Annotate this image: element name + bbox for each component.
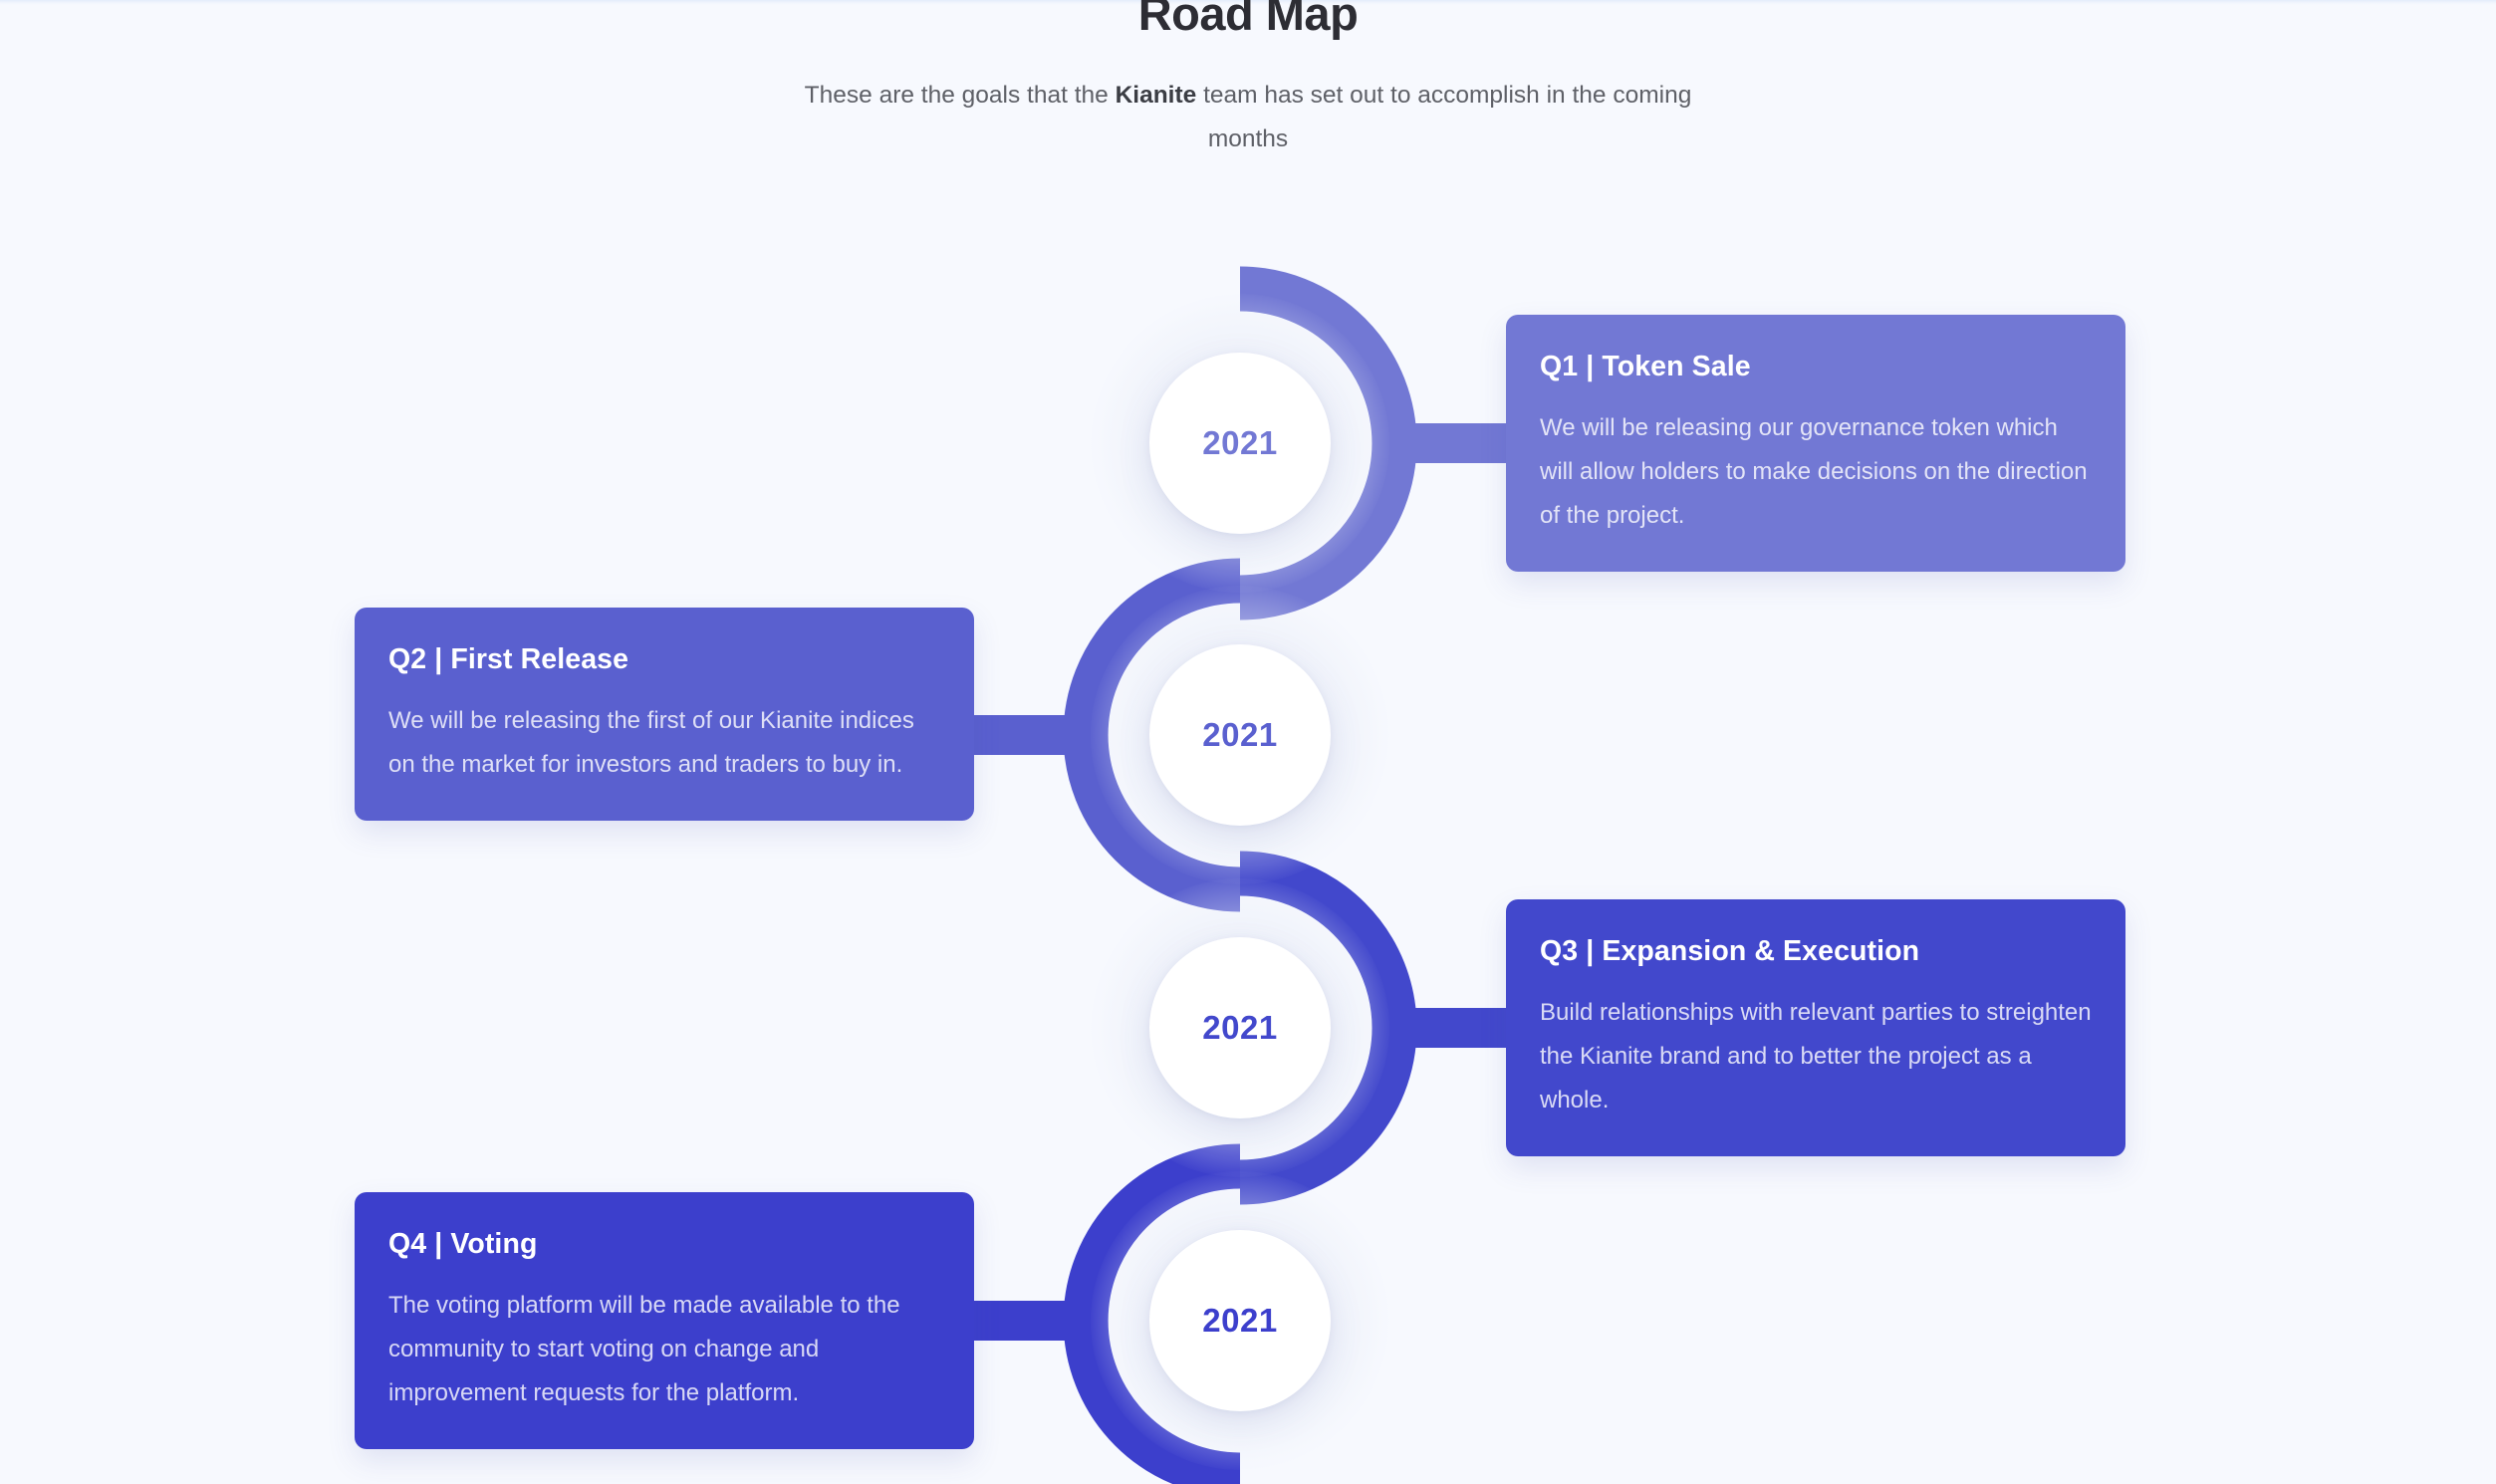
year-node-q3[interactable]: 2021 bbox=[1149, 937, 1331, 1118]
milestone-body: We will be releasing the first of our Ki… bbox=[388, 707, 914, 778]
year-node-q4[interactable]: 2021 bbox=[1149, 1230, 1331, 1411]
subtitle-brand: Kianite bbox=[1115, 82, 1197, 109]
year-label: 2021 bbox=[1202, 716, 1278, 753]
milestone-title: Q2 | First Release bbox=[388, 643, 629, 675]
subtitle-text-before: These are the goals that the bbox=[804, 82, 1116, 109]
year-label: 2021 bbox=[1202, 1009, 1278, 1046]
year-node-q1[interactable]: 2021 bbox=[1149, 353, 1331, 534]
milestone-body: Build relationships with relevant partie… bbox=[1540, 999, 2092, 1113]
milestone-title: Q3 | Expansion & Execution bbox=[1540, 935, 1920, 967]
milestone-body: We will be releasing our governance toke… bbox=[1540, 414, 2088, 529]
milestone-body: The voting platform will be made availab… bbox=[388, 1292, 900, 1406]
year-label: 2021 bbox=[1202, 424, 1278, 461]
milestone-card-q3[interactable]: Q3 | Expansion & Execution Build relatio… bbox=[1506, 899, 2125, 1156]
top-hairline bbox=[0, 0, 2496, 5]
year-label: 2021 bbox=[1202, 1302, 1278, 1339]
year-node-q2[interactable]: 2021 bbox=[1149, 644, 1331, 826]
milestone-title: Q4 | Voting bbox=[388, 1228, 538, 1260]
subtitle-text-after: team has set out to accomplish in the co… bbox=[1196, 82, 1692, 152]
milestone-title: Q1 | Token Sale bbox=[1540, 351, 1751, 382]
page-subtitle: These are the goals that the Kianite tea… bbox=[785, 74, 1711, 161]
milestone-card-q1[interactable]: Q1 | Token Sale We will be releasing our… bbox=[1506, 315, 2125, 572]
milestone-card-q4[interactable]: Q4 | Voting The voting platform will be … bbox=[355, 1192, 974, 1449]
milestone-card-q2[interactable]: Q2 | First Release We will be releasing … bbox=[355, 608, 974, 821]
page-title: Road Map bbox=[1137, 0, 1359, 40]
